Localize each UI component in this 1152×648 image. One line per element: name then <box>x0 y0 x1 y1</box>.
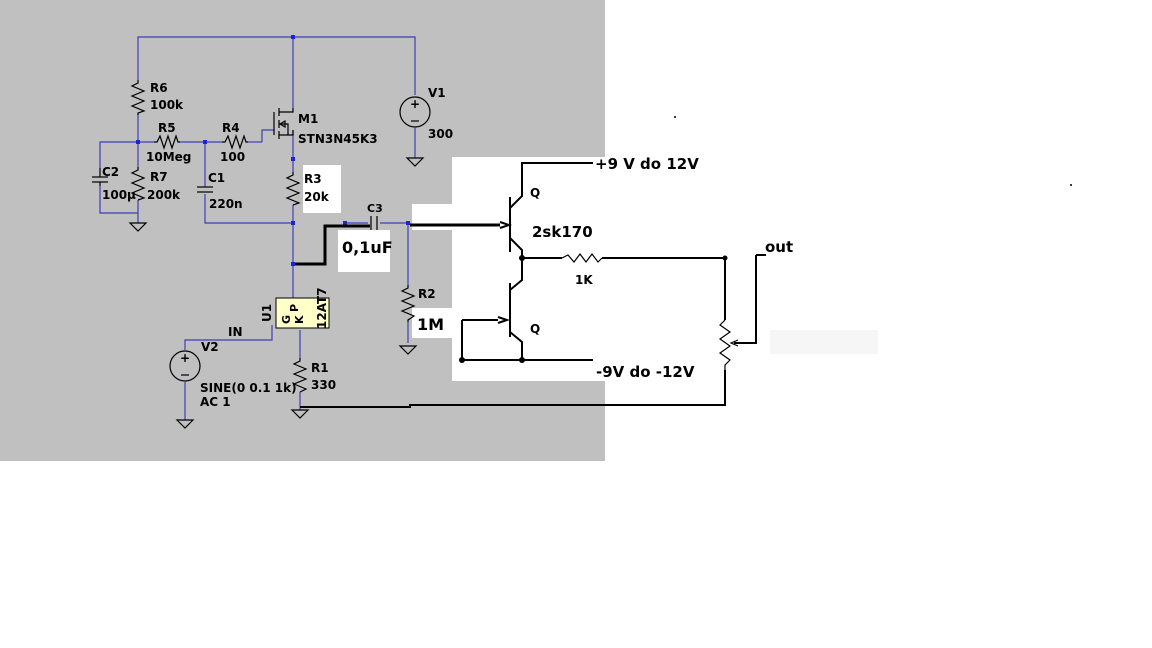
q-bottom-label: Q <box>530 322 540 336</box>
r1-name: R1 <box>311 361 329 375</box>
erase-mark-3 <box>338 230 390 272</box>
resistor-r6: R6 100k <box>130 80 184 115</box>
resistor-1k-label: 1K <box>575 273 593 287</box>
ltspice-junctions <box>136 35 410 266</box>
supply-negative-label: -9V do -12V <box>596 363 695 381</box>
ground-icon <box>405 157 425 167</box>
r3-name: R3 <box>304 172 322 186</box>
u1-name: U1 <box>260 304 274 322</box>
tube-u1: G P K U1 12AT7 <box>260 287 330 329</box>
erase-mark-5 <box>770 330 878 354</box>
capacitor-c2: C2 100µ <box>92 165 136 202</box>
u1-pin-p: P <box>288 304 301 312</box>
in-net-label: IN <box>228 325 243 339</box>
resistor-r4: R4 100 <box>220 121 248 164</box>
resistor-r7: R7 200k <box>130 167 181 202</box>
r5-value: 10Meg <box>146 150 191 164</box>
output-label: out <box>765 238 793 256</box>
r6-name: R6 <box>150 81 168 95</box>
capacitor-c1: C1 220n <box>197 171 243 211</box>
supply-positive-label: +9 V do 12V <box>595 155 699 173</box>
r2-value: 1M <box>417 315 444 334</box>
v1-plus-sign: + <box>410 97 420 111</box>
resistor-r1: R1 330 <box>292 358 336 393</box>
r3-value: 20k <box>304 190 330 204</box>
r6-value: 100k <box>150 98 184 112</box>
q-top-label: Q <box>530 186 540 200</box>
v2-value: SINE(0 0.1 1k) <box>200 381 297 395</box>
capacitor-c3: C3 0,1uF <box>342 202 393 257</box>
m1-value: STN3N45K3 <box>298 132 378 146</box>
c1-name: C1 <box>208 171 225 185</box>
voltage-source-v2: + V2 SINE(0 0.1 1k) AC 1 <box>169 340 297 409</box>
c1-value: 220n <box>209 197 243 211</box>
r2-name: R2 <box>418 287 436 301</box>
r4-value: 100 <box>220 150 245 164</box>
u1-value: 12AT7 <box>315 287 329 329</box>
c3-value: 0,1uF <box>342 238 393 257</box>
r4-name: R4 <box>222 121 240 135</box>
resistor-r5: R5 10Meg <box>146 121 191 164</box>
fet-type-label: 2sk170 <box>532 223 593 241</box>
m1-name: M1 <box>298 112 318 126</box>
ground-icon <box>128 222 148 232</box>
r5-name: R5 <box>158 121 176 135</box>
r7-name: R7 <box>150 170 168 184</box>
c2-name: C2 <box>102 165 119 179</box>
resistor-r2: R2 1M <box>400 285 444 334</box>
v1-value: 300 <box>428 127 453 141</box>
stray-mark <box>1070 184 1072 186</box>
r7-value: 200k <box>147 188 181 202</box>
v2-name: V2 <box>201 340 219 354</box>
ground-icon <box>175 419 195 429</box>
v1-name: V1 <box>428 86 446 100</box>
stray-mark <box>674 116 676 118</box>
u1-pin-k: K <box>293 315 306 324</box>
voltage-source-v1: + V1 300 <box>399 86 453 141</box>
v2-plus-sign: + <box>180 351 190 365</box>
drawing-area <box>452 157 772 381</box>
ground-icon <box>398 345 418 355</box>
erase-mark-1 <box>303 165 341 213</box>
ground-icon <box>290 409 310 419</box>
u1-pin-g: G <box>280 315 293 324</box>
hand-drawn-wiring <box>295 162 766 408</box>
erase-mark-4 <box>412 308 458 338</box>
mosfet-m1: M1 STN3N45K3 <box>273 108 378 146</box>
c3-name: C3 <box>367 202 383 215</box>
r1-value: 330 <box>311 378 336 392</box>
resistor-r3: R3 20k <box>285 172 330 206</box>
v2-ac: AC 1 <box>200 395 231 409</box>
c2-value: 100µ <box>102 188 136 202</box>
